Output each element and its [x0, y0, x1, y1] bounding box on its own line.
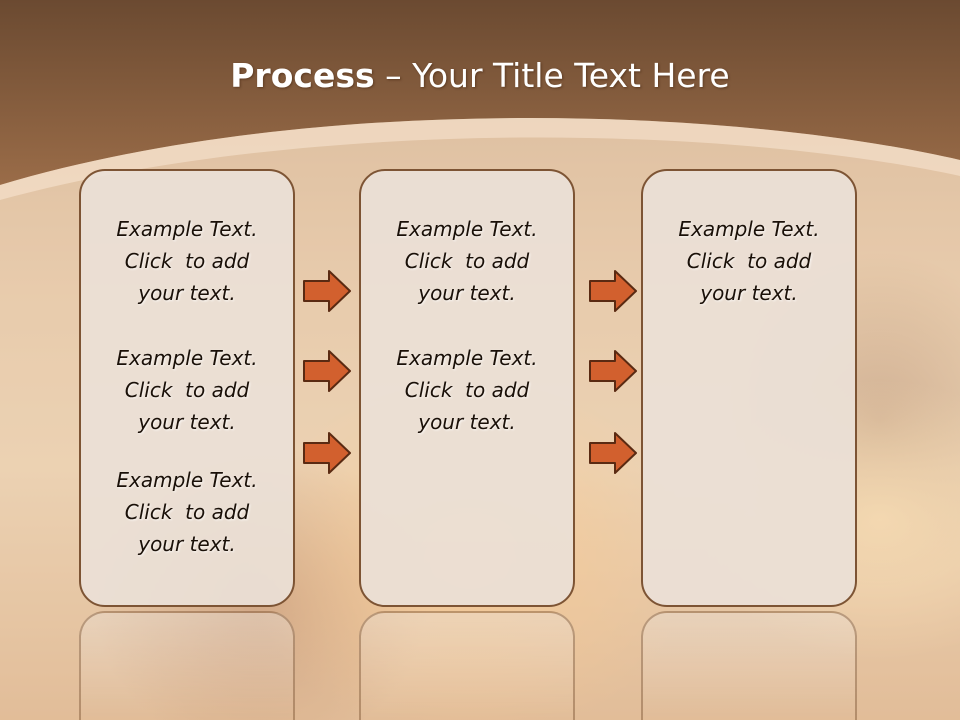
- text-line: Click to add: [124, 500, 250, 524]
- process-panel-1[interactable]: Example Text. Click to add your text. Ex…: [79, 169, 295, 607]
- text-line: Click to add: [124, 249, 250, 273]
- header-band: [0, 0, 960, 200]
- text-line: your text.: [138, 532, 236, 556]
- panel-reflection: [359, 611, 575, 720]
- text-line: Example Text.: [396, 217, 538, 241]
- panel-reflection: [641, 611, 857, 720]
- text-line: your text.: [418, 281, 516, 305]
- right-arrow-icon: [589, 350, 637, 392]
- text-line: Click to add: [686, 249, 812, 273]
- text-line: Example Text.: [116, 217, 258, 241]
- title-rest: – Your Title Text Here: [374, 56, 730, 95]
- right-arrow-icon: [589, 270, 637, 312]
- process-panel-3[interactable]: Example Text. Click to add your text.: [641, 169, 857, 607]
- text-line: your text.: [138, 410, 236, 434]
- text-line: your text.: [700, 281, 798, 305]
- text-block[interactable]: Example Text. Click to add your text.: [361, 342, 573, 438]
- text-line: Click to add: [404, 249, 530, 273]
- text-line: Example Text.: [396, 346, 538, 370]
- text-line: Example Text.: [678, 217, 820, 241]
- text-block[interactable]: Example Text. Click to add your text.: [643, 213, 855, 309]
- text-block[interactable]: Example Text. Click to add your text.: [361, 213, 573, 309]
- text-line: Example Text.: [116, 346, 258, 370]
- right-arrow-icon: [303, 270, 351, 312]
- title-strong: Process: [230, 56, 375, 95]
- right-arrow-icon: [303, 432, 351, 474]
- text-line: Example Text.: [116, 468, 258, 492]
- text-line: your text.: [138, 281, 236, 305]
- text-line: your text.: [418, 410, 516, 434]
- right-arrow-icon: [589, 432, 637, 474]
- text-line: Click to add: [404, 378, 530, 402]
- panel-reflection: [79, 611, 295, 720]
- slide-title[interactable]: Process – Your Title Text Here: [0, 54, 960, 98]
- text-block[interactable]: Example Text. Click to add your text.: [81, 464, 293, 560]
- right-arrow-icon: [303, 350, 351, 392]
- text-block[interactable]: Example Text. Click to add your text.: [81, 213, 293, 309]
- process-panel-2[interactable]: Example Text. Click to add your text. Ex…: [359, 169, 575, 607]
- text-block[interactable]: Example Text. Click to add your text.: [81, 342, 293, 438]
- text-line: Click to add: [124, 378, 250, 402]
